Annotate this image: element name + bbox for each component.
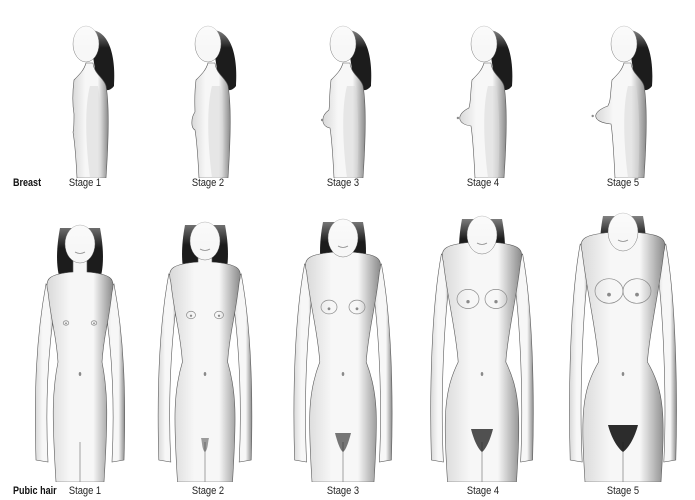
nipple-mark bbox=[321, 119, 323, 121]
head-fade bbox=[20, 192, 140, 248]
navel-mark bbox=[481, 372, 484, 376]
right-nipple-mark bbox=[93, 322, 95, 324]
arm-shape bbox=[624, 86, 639, 178]
arm-shape bbox=[86, 86, 101, 178]
breast-stage-3-label: Stage 3 bbox=[327, 177, 359, 189]
breast-stage-1-label: Stage 1 bbox=[69, 177, 101, 189]
head-fade bbox=[581, 8, 671, 48]
right-nipple-mark bbox=[635, 293, 639, 297]
left-nipple-mark bbox=[607, 293, 611, 297]
left-nipple-mark bbox=[65, 322, 67, 324]
torso-shape bbox=[460, 63, 507, 178]
arm-shape bbox=[343, 86, 358, 178]
navel-mark bbox=[342, 372, 345, 376]
head-fade bbox=[277, 192, 409, 242]
head-fade bbox=[165, 8, 255, 48]
pubic-stage-2-figure bbox=[142, 192, 268, 482]
pubic-stage-5-figure bbox=[551, 192, 695, 482]
right-nipple-mark bbox=[356, 307, 359, 310]
breast-stage-5-figure-svg bbox=[581, 8, 671, 178]
arm-shape bbox=[208, 86, 223, 178]
head-fade bbox=[413, 192, 551, 239]
right-nipple-mark bbox=[494, 300, 497, 303]
pubic-stage-3-figure bbox=[277, 192, 409, 482]
navel-mark bbox=[79, 372, 82, 376]
breast-stage-4-figure bbox=[441, 8, 531, 178]
breast-stage-5-label: Stage 5 bbox=[607, 177, 639, 189]
breast-stage-1-figure-svg bbox=[43, 8, 133, 178]
pubic-stage-1-figure bbox=[20, 192, 140, 482]
left-nipple-mark bbox=[190, 315, 192, 317]
breast-stage-4-label: Stage 4 bbox=[467, 177, 499, 189]
pubic-stage-3-label: Stage 3 bbox=[327, 485, 359, 497]
navel-mark bbox=[204, 372, 207, 376]
pubic-stage-1-figure-svg bbox=[20, 192, 140, 482]
nipple-mark bbox=[592, 115, 594, 117]
pubic-stage-4-label: Stage 4 bbox=[467, 485, 499, 497]
breast-stage-3-figure-svg bbox=[300, 8, 390, 178]
navel-mark bbox=[622, 372, 625, 376]
head-fade bbox=[142, 192, 268, 245]
breast-stage-2-figure bbox=[165, 8, 255, 178]
pubic-stage-2-label: Stage 2 bbox=[192, 485, 224, 497]
pubic-stage-4-figure-svg bbox=[413, 192, 551, 482]
head-fade bbox=[551, 192, 695, 236]
left-nipple-mark bbox=[466, 300, 469, 303]
arm-shape bbox=[484, 86, 499, 178]
pubic-stage-1-label: Stage 1 bbox=[69, 485, 101, 497]
pubic-stage-5-figure-svg bbox=[551, 192, 695, 482]
pubic-hair-row-label: Pubic hair bbox=[13, 485, 57, 497]
head-fade bbox=[300, 8, 390, 48]
breast-stage-3-figure bbox=[300, 8, 390, 178]
pubic-stage-2-figure-svg bbox=[142, 192, 268, 482]
breast-stage-2-label: Stage 2 bbox=[192, 177, 224, 189]
head-fade bbox=[43, 8, 133, 48]
head-fade bbox=[441, 8, 531, 48]
breast-stage-5-figure bbox=[581, 8, 671, 178]
breast-row-label: Breast bbox=[13, 177, 41, 189]
nipple-mark bbox=[457, 117, 459, 119]
breast-stage-4-figure-svg bbox=[441, 8, 531, 178]
right-nipple-mark bbox=[218, 315, 220, 317]
left-nipple-mark bbox=[328, 307, 331, 310]
pubic-stage-5-label: Stage 5 bbox=[607, 485, 639, 497]
breast-stage-2-figure-svg bbox=[165, 8, 255, 178]
pubic-stage-3-figure-svg bbox=[277, 192, 409, 482]
pubic-stage-4-figure bbox=[413, 192, 551, 482]
breast-stage-1-figure bbox=[43, 8, 133, 178]
